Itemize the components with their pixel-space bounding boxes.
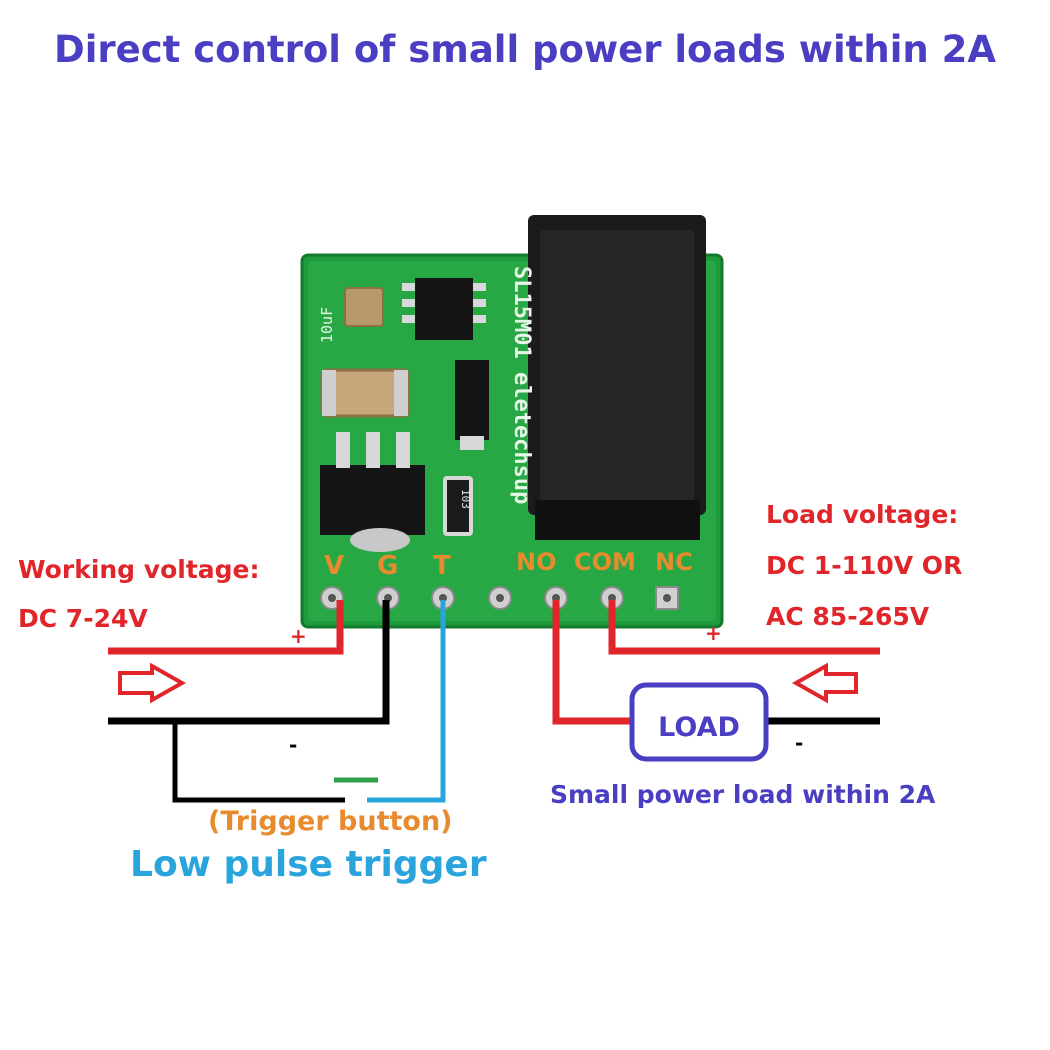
trigger-wire [367, 600, 446, 803]
header-pins [320, 586, 679, 610]
load-minus-sign: - [795, 731, 803, 755]
load-positive-wire [608, 600, 880, 655]
input-arrow [118, 662, 187, 704]
trigger-ground-wire [172, 721, 345, 803]
supply-plus-sign: + [290, 624, 307, 648]
relay-module-board [300, 215, 724, 629]
ground-wire [108, 600, 390, 725]
load-input-arrow [791, 662, 858, 704]
trigger-button-caption: (Trigger button) [208, 806, 453, 837]
capacitor-silkscreen: 10uF [318, 307, 336, 343]
load-voltage-label: Load voltage: [766, 500, 959, 529]
resistor [443, 476, 473, 536]
load-label: LOAD [658, 712, 740, 743]
positive-supply-wire [108, 600, 344, 655]
working-voltage-value: DC 7-24V [18, 604, 148, 633]
pin-label-no: NO [516, 548, 557, 576]
pin-label-nc: NC [655, 548, 693, 576]
diode [455, 360, 489, 440]
resistor-code: 103 [459, 489, 472, 509]
load-box [629, 682, 769, 762]
pin-label-v: V [324, 551, 344, 581]
relay-component [528, 215, 706, 540]
pin-label-com: COM [574, 548, 636, 576]
supply-minus-sign: - [289, 733, 297, 757]
load-caption: Small power load within 2A [550, 780, 936, 809]
load-plus-sign: + [705, 621, 722, 645]
page-title: Direct control of small power loads with… [54, 28, 996, 71]
small-capacitor [344, 287, 384, 327]
pin-label-t: T [433, 551, 451, 581]
no-to-load-wire [552, 600, 632, 725]
voltage-regulator [320, 432, 425, 552]
pin-label-g: G [377, 551, 398, 581]
load-voltage-ac: AC 85-265V [766, 602, 930, 631]
ic-chip [402, 278, 486, 340]
load-voltage-dc: DC 1-110V OR [766, 551, 963, 580]
trigger-mode-caption: Low pulse trigger [130, 844, 487, 885]
working-voltage-label: Working voltage: [18, 555, 260, 584]
board-marking: SL15M01 eletechsup [509, 266, 534, 504]
